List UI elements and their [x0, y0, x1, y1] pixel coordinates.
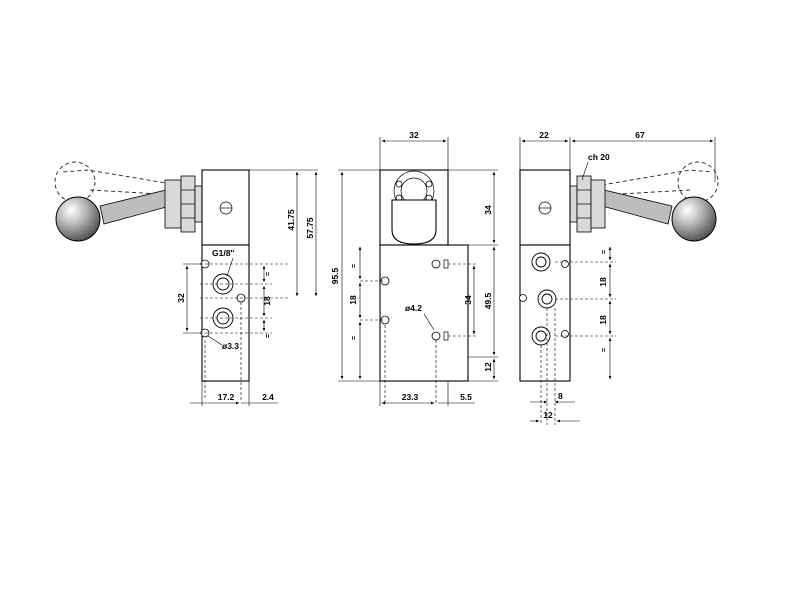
dim-22: 22 [539, 130, 549, 140]
dim-5-5: 5.5 [460, 392, 472, 402]
front-view: 32 95.5 = 18 = 34 34 49.5 12 ø4.2 [330, 130, 498, 406]
dim-95-5: 95.5 [330, 267, 340, 284]
dim-49-5: 49.5 [483, 292, 493, 309]
thread-label: G1/8" [212, 248, 234, 258]
right-actuator-head [519, 169, 571, 246]
actuator-head [201, 169, 250, 246]
dim-left-18: 18 [262, 296, 272, 306]
dim-2-4: 2.4 [262, 392, 274, 402]
right-side-view: = 18 18 = 22 67 ch 20 8 12 [519, 130, 719, 425]
dim-17-2: 17.2 [218, 392, 235, 402]
equal-mark: = [351, 336, 358, 340]
equal-mark: = [601, 250, 608, 254]
hole-label-33: ø3.3 [222, 341, 239, 351]
wrench-size-label: ch 20 [588, 152, 610, 162]
lever-ball [55, 196, 101, 242]
hole-label-42: ø4.2 [405, 303, 422, 313]
dim-41-75: 41.75 [286, 209, 296, 231]
lever-ball-right [671, 196, 717, 242]
dim-front-18: 18 [348, 295, 358, 305]
dim-front-32: 32 [409, 130, 419, 140]
dim-57-75: 57.75 [305, 217, 315, 239]
dim-8: 8 [558, 391, 563, 401]
hex-nut [164, 179, 182, 229]
dim-front-34-top: 34 [483, 205, 493, 215]
dim-right-18-b: 18 [598, 315, 608, 325]
front-valve-body [379, 244, 469, 382]
left-side-view: 32 G1/8" ø3.3 = 18 = 41.75 57.75 17.2 2.… [54, 161, 318, 406]
lever-handle-right [569, 175, 717, 242]
dim-right-12: 12 [543, 410, 553, 420]
equal-mark: = [265, 272, 272, 276]
dim-left-32: 32 [176, 293, 186, 303]
lever-handle [55, 175, 203, 242]
dim-67: 67 [635, 130, 645, 140]
equal-mark: = [351, 264, 358, 268]
equal-mark: = [265, 334, 272, 338]
dim-right-18-a: 18 [598, 277, 608, 287]
equal-mark: = [601, 348, 608, 352]
dim-23-3: 23.3 [402, 392, 419, 402]
dim-front-12: 12 [483, 362, 493, 372]
dim-front-34: 34 [463, 295, 473, 305]
